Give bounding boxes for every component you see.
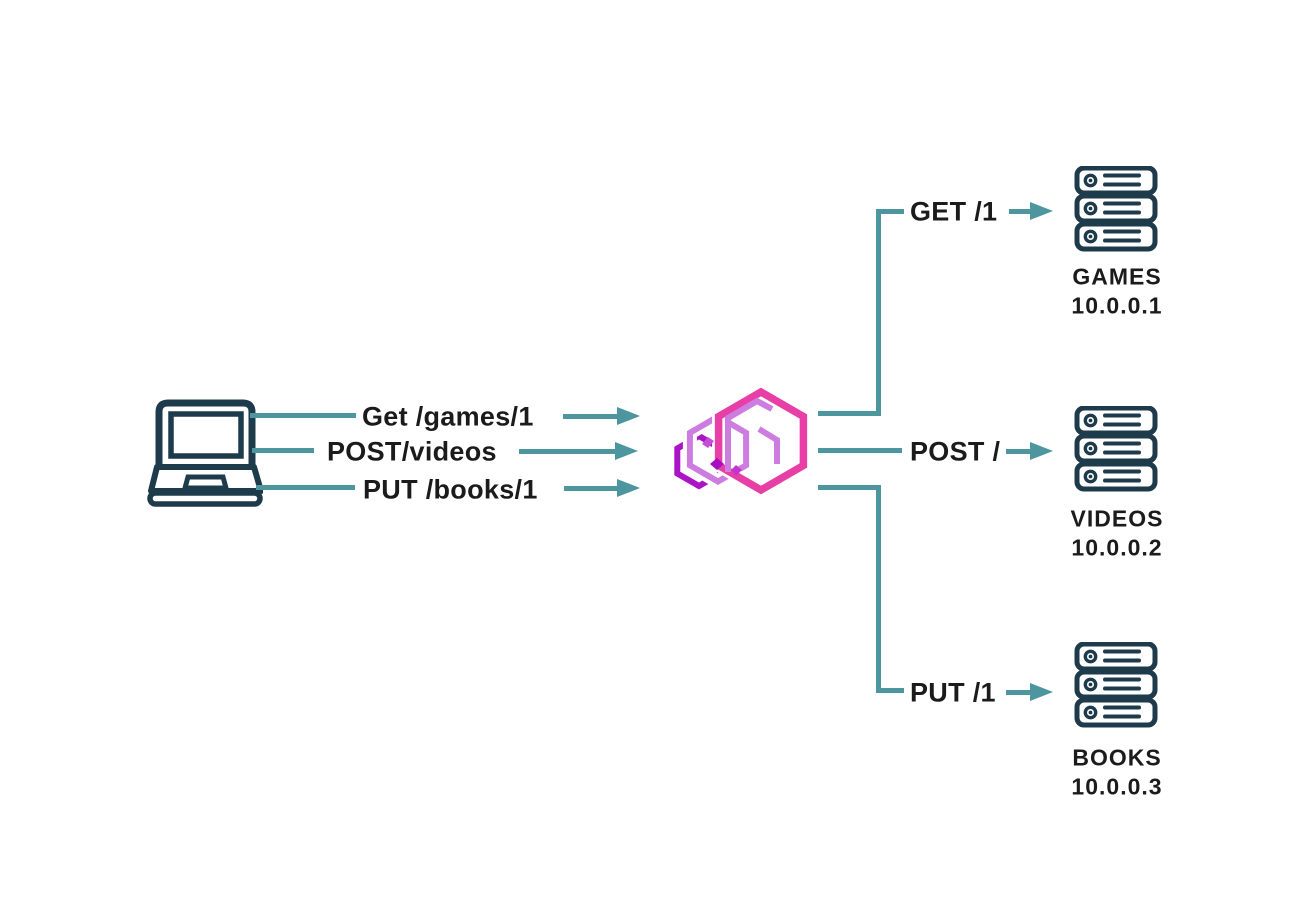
route-label-get: GET /1: [910, 196, 998, 227]
request-label-videos: POST/videos: [327, 436, 497, 467]
server-stack-icon-games: [1074, 166, 1158, 252]
arrow-right-icon: [617, 407, 640, 425]
route-label-put: PUT /1: [910, 677, 996, 708]
service-ip-videos: 10.0.0.2: [1071, 534, 1163, 561]
connector-line: [1006, 690, 1031, 695]
service-name-games: GAMES: [1072, 263, 1162, 290]
arrow-right-icon: [1030, 202, 1053, 220]
service-ip-games: 10.0.0.1: [1071, 292, 1163, 319]
connector-line: [250, 413, 356, 418]
route-label-post: POST /: [910, 436, 1001, 467]
service-name-books: BOOKS: [1072, 744, 1162, 771]
connector-line: [519, 449, 617, 454]
connector-line: [563, 414, 619, 419]
server-stack-icon-books: [1074, 642, 1158, 728]
arrow-right-icon: [617, 479, 640, 497]
connector-line: [876, 485, 881, 693]
service-name-videos: VIDEOS: [1070, 505, 1164, 532]
connector-line: [876, 209, 904, 214]
connector-line: [564, 486, 618, 491]
arrow-right-icon: [1030, 442, 1053, 460]
connector-line: [818, 411, 878, 416]
laptop-icon: [147, 399, 263, 507]
api-gateway-hexagons-logo: [674, 384, 810, 498]
connector-line: [818, 448, 902, 453]
arrow-right-icon: [1030, 683, 1053, 701]
request-label-books: PUT /books/1: [363, 474, 538, 505]
request-label-games: Get /games/1: [362, 401, 534, 432]
connector-line: [876, 209, 881, 416]
connector-line: [1009, 209, 1031, 214]
arrow-right-icon: [615, 442, 638, 460]
connector-line: [1006, 449, 1031, 454]
server-stack-icon-videos: [1074, 406, 1158, 492]
connector-line: [876, 688, 904, 693]
connector-line: [818, 485, 878, 490]
connector-line: [252, 448, 314, 453]
service-ip-books: 10.0.0.3: [1071, 773, 1163, 800]
connector-line: [256, 485, 355, 490]
